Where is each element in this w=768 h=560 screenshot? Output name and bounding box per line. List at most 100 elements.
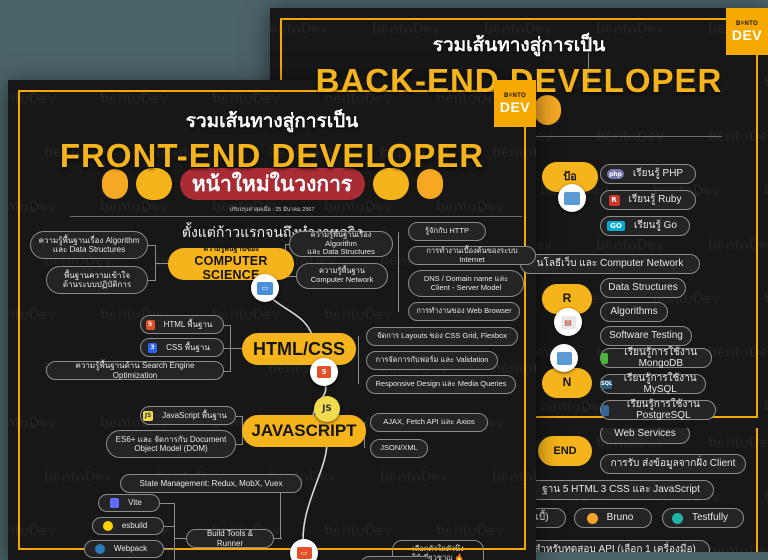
testfully-icon	[671, 512, 683, 524]
fe-line-bt-h1	[160, 503, 175, 504]
js-icon: JS	[314, 396, 340, 422]
fe-node-state-management[interactable]: State Management: Redux, MobX, Vuex	[120, 474, 302, 493]
backend-node-postgresql[interactable]: เรียนรู้การใช้งาน PostgreSQL	[600, 399, 716, 421]
backend-node-mongodb[interactable]: เรียนรู้การใช้งาน MongoDB	[600, 347, 712, 369]
fe-node-computer-science[interactable]: ความรู้พื้นฐานของ COMPUTER SCIENCE	[168, 245, 294, 283]
backend-node-bruno[interactable]: Bruno	[574, 508, 652, 528]
fe-line-bt-h3	[164, 549, 175, 550]
fe-node-vite[interactable]: Vite	[98, 494, 160, 512]
browser-window-icon: ▭	[290, 539, 318, 560]
fe-node-layouts[interactable]: จัดการ Layouts ของ CSS Grid, Flexbox	[366, 327, 518, 346]
fe-node-webpack[interactable]: Webpack	[84, 540, 164, 558]
watermark-text: bentoDev	[764, 182, 768, 199]
html5-icon: 5	[145, 319, 155, 330]
backend-node-web-services[interactable]: Web Services	[600, 428, 690, 444]
fe-framework-choice-box	[392, 540, 484, 560]
backend-node-mysql[interactable]: SQL เรียนรู้การใช้งาน MySQL	[600, 373, 706, 395]
fe-node-forms[interactable]: การจัดการกับฟอร์ม และ Validation	[366, 351, 498, 370]
mysql-icon: SQL	[601, 379, 613, 389]
fe-node-responsive[interactable]: Responsive Design และ Media Queries	[366, 375, 516, 394]
fe-node-internet[interactable]: การทำงานเบื้องต้นของระบบ Internet	[408, 246, 536, 265]
fe-line-cs-left-h3	[155, 263, 169, 264]
frontend-logo-line2: DEV	[499, 99, 531, 115]
fe-node-js-basic[interactable]: JS JavaScript พื้นฐาน	[140, 406, 236, 425]
fe-node-cs-right-2[interactable]: ความรู้พื้นฐาน Computer Network	[296, 263, 388, 289]
backend-badge-languages-icon	[558, 184, 586, 212]
backend-logo-line2: DEV	[731, 27, 763, 43]
backend-node-go[interactable]: GO เรียนรู้ Go	[600, 216, 690, 236]
frontend-logo-badge: B=NTO DEV	[494, 80, 536, 127]
fe-node-dns[interactable]: DNS / Domain name และ Client - Server Mo…	[408, 270, 524, 297]
backend-node-php[interactable]: php เรียนรู้ PHP	[600, 164, 696, 184]
php-icon: php	[606, 169, 624, 179]
backend-header: รวมเส้นทางสู่การเป็น BACK-END DEVELOPER	[270, 30, 768, 100]
fe-line-htmlcss-h2	[224, 348, 231, 349]
fe-node-html-basic[interactable]: 5 HTML พื้นฐาน	[140, 315, 224, 334]
fe-node-es6-dom[interactable]: ES6+ และ จัดการกับ Document Object Model…	[106, 430, 236, 458]
backend-node-backend[interactable]: END	[538, 436, 592, 466]
frontend-logo-line1: B=NTO	[504, 93, 526, 99]
fe-node-typescript[interactable]: TS TypeScript	[360, 556, 434, 560]
webpack-icon	[94, 544, 105, 554]
fe-node-json-xml[interactable]: JSON/XML	[370, 439, 428, 458]
fe-node-html-css[interactable]: HTML/CSS	[242, 333, 356, 365]
fe-node-cs-right-1[interactable]: ความรู้พื้นฐานเรื่อง Algorithm และ Data …	[289, 230, 393, 257]
frontend-pill-row: หน้าใหม่ในวงการ	[8, 168, 536, 200]
fe-line-cs-left-h2	[148, 280, 156, 281]
backend-node-testfully[interactable]: Testfully	[662, 508, 744, 528]
backend-node-data-structures[interactable]: Data Structures	[600, 278, 686, 298]
fe-line-js-h2	[236, 444, 243, 445]
backend-badge-db-icon	[550, 344, 578, 372]
backend-node-ruby[interactable]: R เรียนรู้ Ruby	[600, 190, 696, 210]
frontend-red-pill: หน้าใหม่ในวงการ	[179, 168, 365, 200]
postgresql-icon	[601, 404, 609, 416]
fe-line-bt-h2	[164, 526, 175, 527]
fe-node-javascript[interactable]: JAVASCRIPT	[242, 415, 366, 447]
frontend-kicker: รวมเส้นทางสู่การเป็น	[185, 111, 359, 132]
backend-dot-2	[533, 95, 561, 125]
watermark-text: bentoDev	[764, 398, 768, 415]
fe-line-fw-h1	[274, 538, 282, 539]
backend-node-web-network[interactable]: นโลธีเว็บ และ Computer Network	[520, 254, 700, 274]
fe-node-cs-left-2[interactable]: พื้นฐานความเข้าใจ ด้านระบบปฏิบัติการ	[46, 266, 148, 294]
backend-line-lang-v	[588, 32, 589, 86]
fe-line-buildtools-v	[174, 503, 175, 560]
fe-line-cs-left-h1	[148, 245, 156, 246]
frontend-dot-2	[135, 168, 172, 200]
esbuild-icon	[102, 521, 113, 531]
backend-node-algorithms[interactable]: Algorithms	[600, 302, 668, 322]
backend-logo-line1: B=NTO	[736, 21, 758, 27]
fe-node-cs-text: ความรู้พื้นฐานของ COMPUTER SCIENCE	[194, 245, 268, 283]
backend-node-html-css-js[interactable]: ฐาน 5 HTML 3 CSS และ JavaScript	[528, 480, 714, 500]
desktop-computer-icon: ▭	[251, 274, 279, 302]
fe-line-js-h1	[236, 416, 243, 417]
frontend-updated-date: ปรับปรุงล่าสุดเมื่อ : 25 มีนาคม 2567	[229, 207, 315, 213]
go-icon: GO	[607, 221, 625, 231]
backend-node-client-data[interactable]: การรับ ส่งข้อมูลจากฝั่ง Client	[600, 454, 746, 474]
frontend-header: รวมเส้นทางสู่การเป็น FRONT-END DEVELOPER	[8, 106, 536, 175]
frontend-poster[interactable]: bentoDevbentoDevbentoDevbentoDevbentoDev…	[8, 80, 536, 560]
fe-line-cs-right-h2	[285, 276, 297, 277]
fe-node-css-basic[interactable]: 3 CSS พื้นฐาน	[140, 338, 224, 357]
backend-node-database[interactable]: N	[542, 368, 592, 398]
backend-badge-cs-icon: ▤	[554, 308, 582, 336]
backend-logo-badge: B=NTO DEV	[726, 8, 768, 55]
bruno-icon	[586, 512, 598, 524]
watermark-text: bentoDev	[764, 488, 768, 505]
fe-node-build-tools[interactable]: Build Tools & Runner	[186, 529, 274, 548]
fe-node-ajax[interactable]: AJAX, Fetch API และ Axios	[370, 413, 488, 432]
backend-node-api-test[interactable]: สำหรับทดสอบ API (เลือก 1 เครื่องมือ)	[520, 540, 710, 552]
fe-node-cs-left-1[interactable]: ความรู้พื้นฐานเรื่อง Algorithm และ Data …	[30, 231, 148, 259]
frontend-divider	[70, 216, 522, 217]
fe-line-htmlcss-h4	[230, 348, 244, 349]
fe-node-esbuild[interactable]: esbuild	[92, 517, 164, 535]
ruby-icon: R	[608, 194, 620, 206]
frontend-poster-border	[18, 90, 526, 550]
html-badge-icon: 5	[310, 358, 338, 386]
fe-node-web-browser[interactable]: การทำงานของ Web Browser	[408, 302, 520, 321]
fe-node-http[interactable]: รู้จักกับ HTTP	[408, 222, 486, 241]
backend-node-software-testing[interactable]: Software Testing	[600, 326, 692, 346]
vite-icon	[110, 498, 120, 508]
fe-line-htmlcss-right-v	[358, 336, 359, 384]
fe-node-seo[interactable]: ความรู้พื้นฐานด้าน Search Engine Optimiz…	[46, 361, 224, 380]
